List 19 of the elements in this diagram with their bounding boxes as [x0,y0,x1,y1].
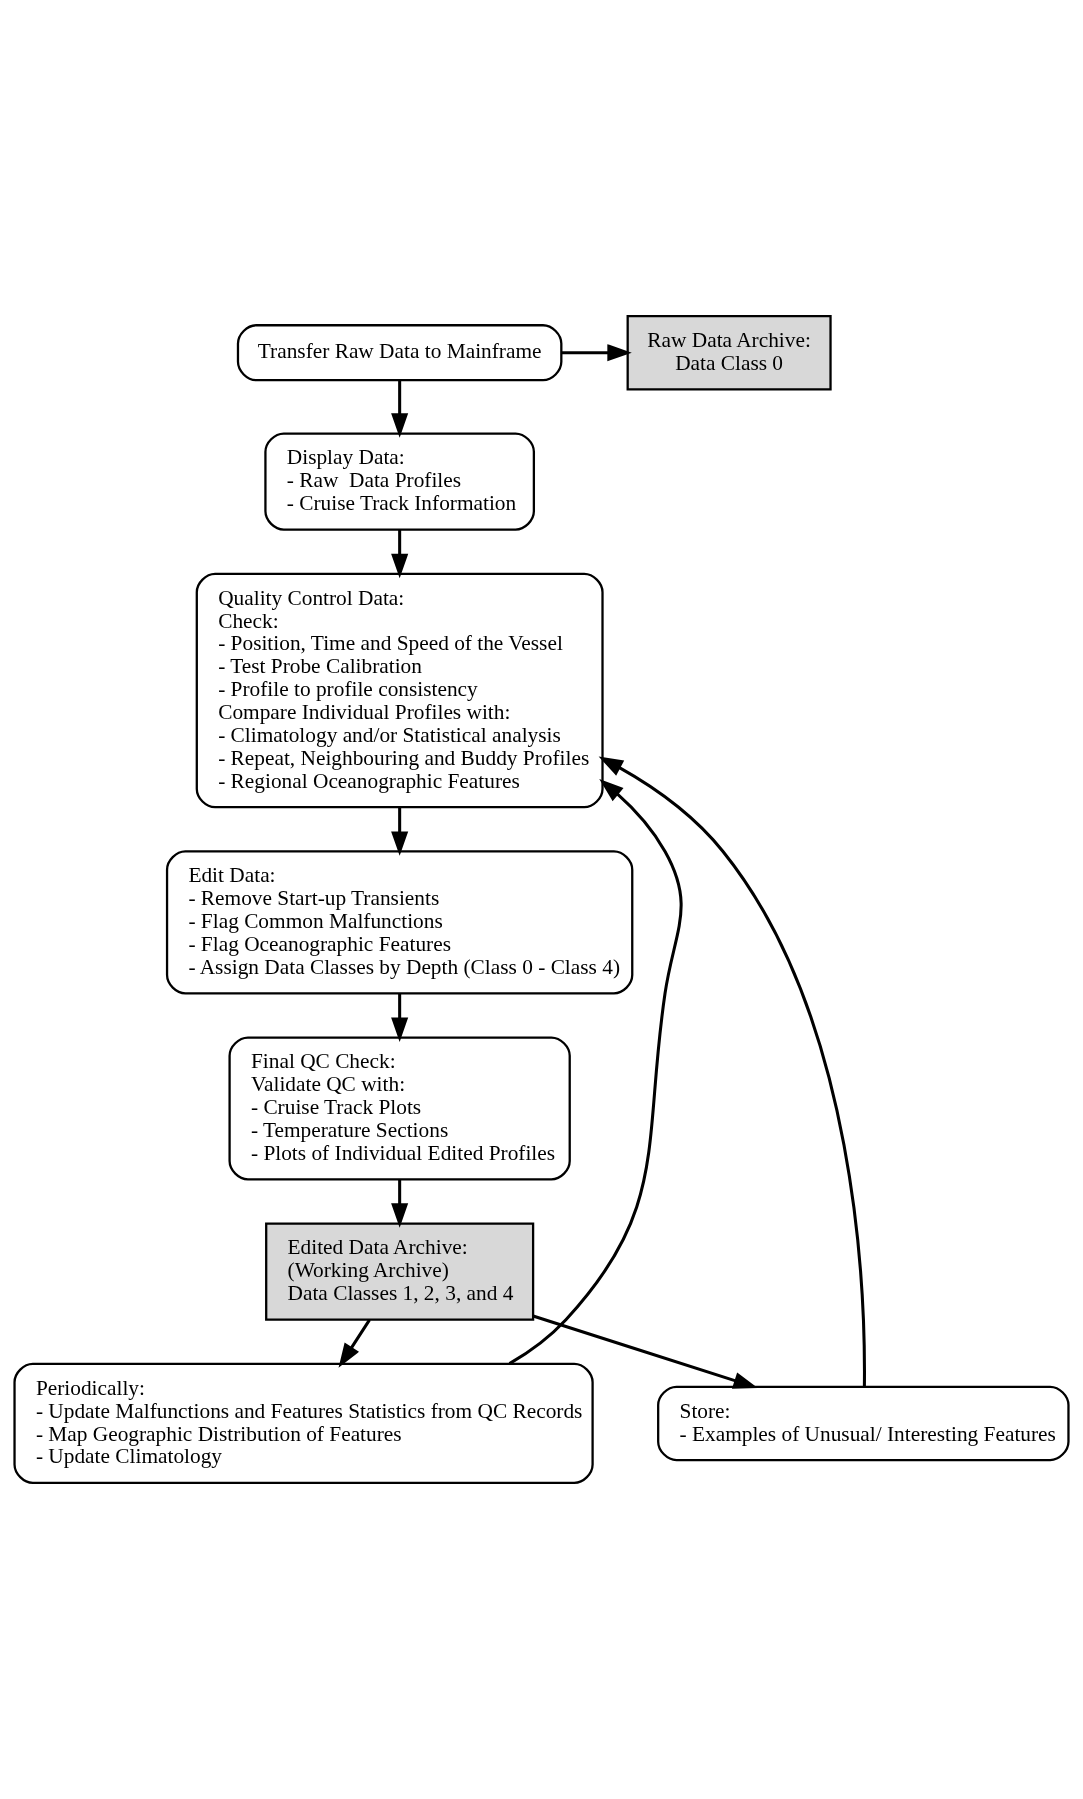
node-box: Store: - Examples of Unusual/ Interesting Features [657,1385,1070,1462]
arrow [391,380,409,438]
node-box: Transfer Raw Data to Mainframe [236,324,563,382]
arrow [391,1179,409,1228]
node-box: Quality Control Data: Check: - Position, Time and Speed of the Vessel - Test Probe Calibration - Profile to profile consistency Compare Individual Profiles with: - Climatology and/or Statistical analysis - Repeat, Neighbouring and Buddy Profiles - Regional Oceanographic Features [195,572,604,809]
node-box: Raw Data Archive: Data Class 0 [626,314,832,391]
arrow [561,344,632,362]
node-box: Edit Data: - Remove Start-up Transients - Flag Common Malfunctions - Flag Oceanographic Features - Assign Data Classes by Depth (Class 0 - Class 4) [165,850,634,995]
node-box: Edited Data Archive: (Working Archive) Data Classes 1, 2, 3, and 4 [265,1222,535,1321]
arrow [391,993,409,1043]
node-box: Display Data: - Raw Data Profiles - Cruise Track Information [264,432,535,531]
node-box: Periodically: - Update Malfunctions and Features Statistics from QC Records - Map Geographic Distribution of Features - Update Climatology [13,1362,594,1485]
arrow [391,529,409,579]
arrow [391,807,409,856]
arrow [532,1314,758,1389]
arrow [508,779,683,1365]
arrow [338,1319,371,1368]
arrow [598,756,866,1387]
node-box: Final QC Check: Validate QC with: - Cruise Track Plots - Temperature Sections - Plots of Individual Edited Profiles [228,1036,571,1181]
